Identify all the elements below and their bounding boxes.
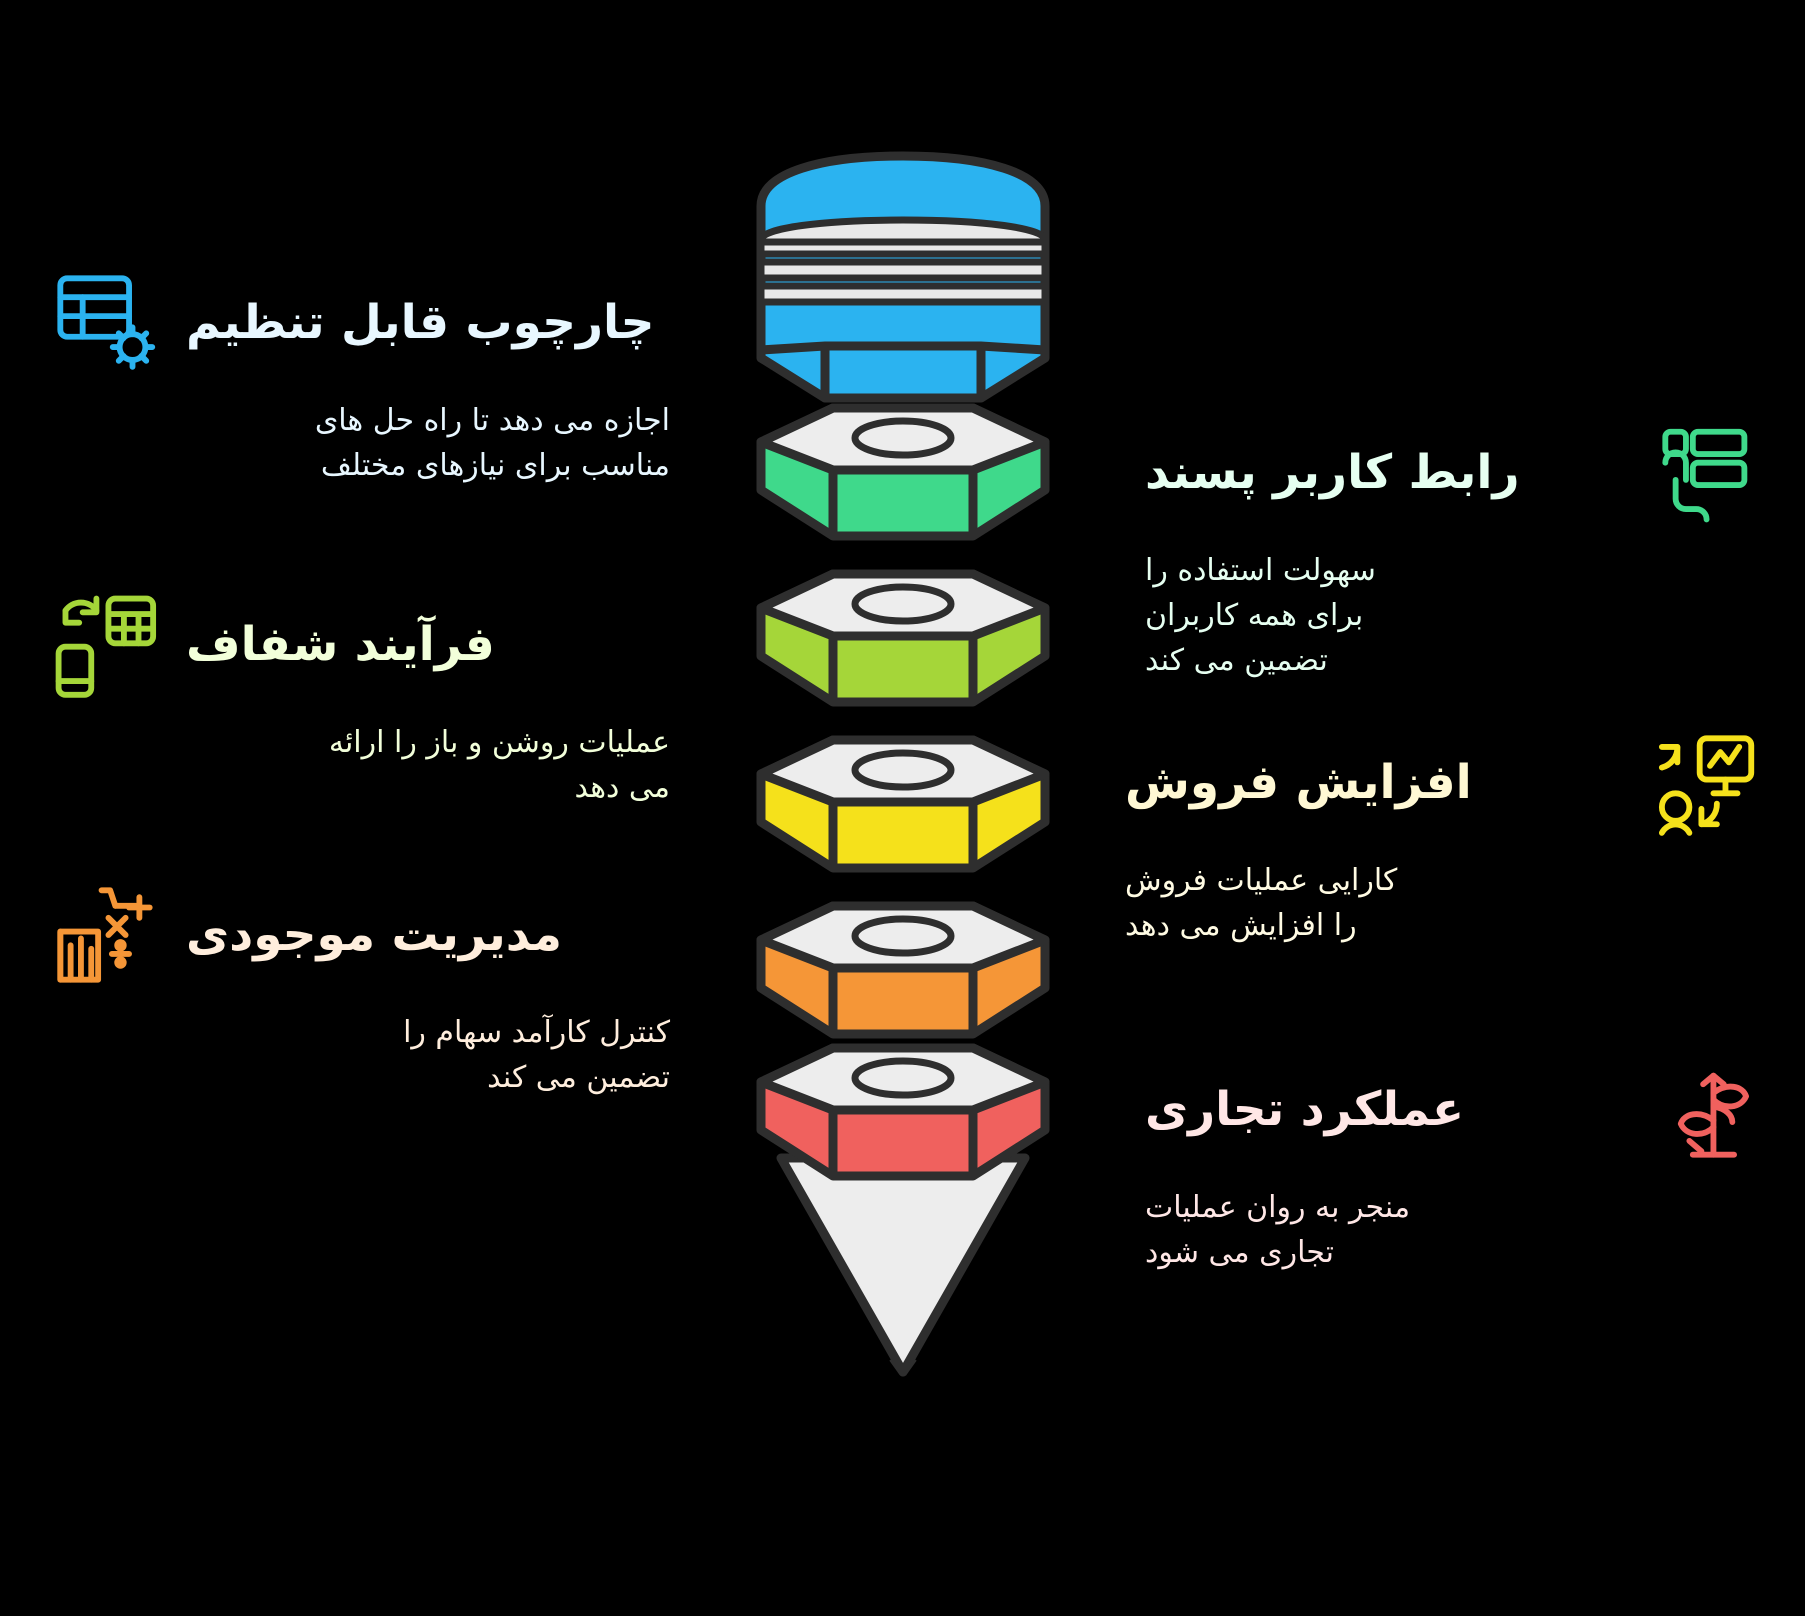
feature-header: مدیریت موجودی — [50, 880, 670, 990]
funnel-layer-increase-sales[interactable] — [753, 732, 1053, 882]
feature-header: فرآیند شفاف — [50, 590, 670, 700]
feature-title-transparent-process: فرآیند شفاف — [186, 616, 495, 672]
feature-header: چارچوب قابل تنظیم — [50, 268, 670, 378]
feature-title-inventory-management: مدیریت موجودی — [186, 906, 562, 962]
ui-layout-icon — [1655, 418, 1765, 528]
feature-block-transparent-process: فرآیند شفاف عملیات روشن و باز را ارائه م… — [50, 590, 670, 810]
feature-title-configurable-framework: چارچوب قابل تنظیم — [186, 294, 655, 350]
funnel-layer-transparent-process[interactable] — [753, 566, 1053, 716]
feature-block-user-friendly-interface: رابط کاربر پسند سهولت استفاده را برای هم… — [1145, 418, 1765, 683]
feature-title-user-friendly-interface: رابط کاربر پسند — [1145, 444, 1520, 500]
feature-block-business-performance: عملکرد تجاری منجر به روان عملیات تجاری م… — [1145, 1055, 1765, 1275]
feature-title-business-performance: عملکرد تجاری — [1145, 1081, 1465, 1137]
calculator-sync-icon — [50, 590, 160, 700]
feature-header: رابط کاربر پسند — [1145, 418, 1765, 528]
feature-desc-configurable-framework: اجازه می دهد تا راه حل های مناسب برای نی… — [314, 403, 670, 483]
feature-desc-increase-sales: کارایی عملیات فروش را افزایش می دهد — [1125, 863, 1398, 943]
feature-block-inventory-management: مدیریت موجودی کنترل کارآمد سهام را تضمین… — [50, 880, 670, 1100]
feature-block-configurable-framework: چارچوب قابل تنظیم اجازه می دهد تا راه حل… — [50, 268, 670, 488]
funnel-stack — [693, 0, 1113, 1616]
feature-desc-business-performance: منجر به روان عملیات تجاری می شود — [1145, 1190, 1411, 1270]
funnel-layer-user-friendly-interface[interactable] — [753, 400, 1053, 550]
feature-header: افزایش فروش — [1125, 728, 1765, 838]
inventory-math-icon — [50, 880, 160, 990]
feature-title-increase-sales: افزایش فروش — [1125, 754, 1472, 810]
feature-block-increase-sales: افزایش فروش کارایی عملیات فروش را افزایش… — [1125, 728, 1765, 948]
growth-plant-icon — [1655, 1055, 1765, 1165]
feature-desc-user-friendly-interface: سهولت استفاده را برای همه کاربران تضمین … — [1145, 553, 1376, 678]
table-gear-icon — [50, 268, 160, 378]
funnel-layer-inventory-management[interactable] — [753, 898, 1053, 1048]
feature-header: عملکرد تجاری — [1145, 1055, 1765, 1165]
feature-desc-inventory-management: کنترل کارآمد سهام را تضمین می کند — [403, 1015, 670, 1095]
funnel-layer-business-performance[interactable] — [753, 1040, 1053, 1380]
feature-desc-transparent-process: عملیات روشن و باز را ارائه می دهد — [328, 725, 670, 805]
sales-chart-person-icon — [1655, 728, 1765, 838]
funnel-layer-configurable-framework[interactable] — [753, 150, 1053, 415]
